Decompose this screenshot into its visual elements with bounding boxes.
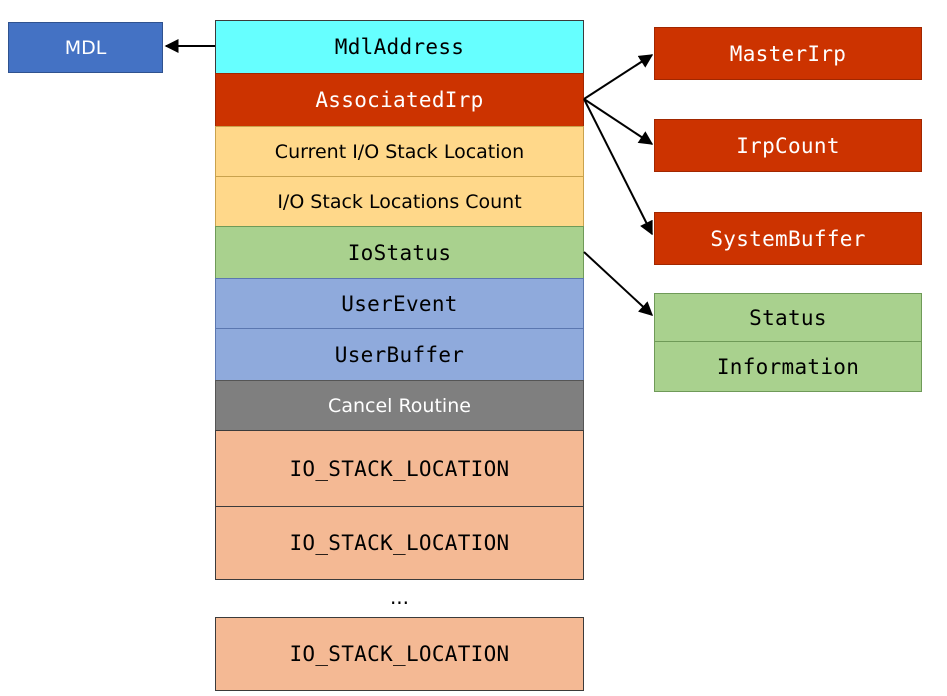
- user-buffer-field: UserBuffer: [215, 328, 584, 381]
- io-status-field: IoStatus: [215, 226, 584, 279]
- cancel-routine-field: Cancel Routine: [215, 380, 584, 431]
- system-buffer-arrow: [583, 98, 653, 236]
- mdl-address-field: MdlAddress: [215, 20, 584, 74]
- system-buffer-box: SystemBuffer: [654, 212, 922, 265]
- master-irp-arrow: [583, 54, 654, 100]
- io-stack-location: IO_STACK_LOCATION: [215, 617, 584, 691]
- irp-count-arrow: [583, 98, 654, 145]
- irp-count-box: IrpCount: [654, 119, 922, 172]
- associated-irp-field: AssociatedIrp: [215, 73, 584, 127]
- io-stack-location: IO_STACK_LOCATION: [215, 506, 584, 580]
- status-field: Status: [654, 293, 922, 342]
- information-field: Information: [654, 341, 922, 392]
- master-irp-box: MasterIrp: [654, 27, 922, 80]
- io-status-arrow: [583, 251, 654, 316]
- ellipsis: ...: [389, 585, 410, 609]
- user-event-field: UserEvent: [215, 278, 584, 329]
- io-stack-location: IO_STACK_LOCATION: [215, 430, 584, 507]
- mdl-box: MDL: [8, 22, 163, 73]
